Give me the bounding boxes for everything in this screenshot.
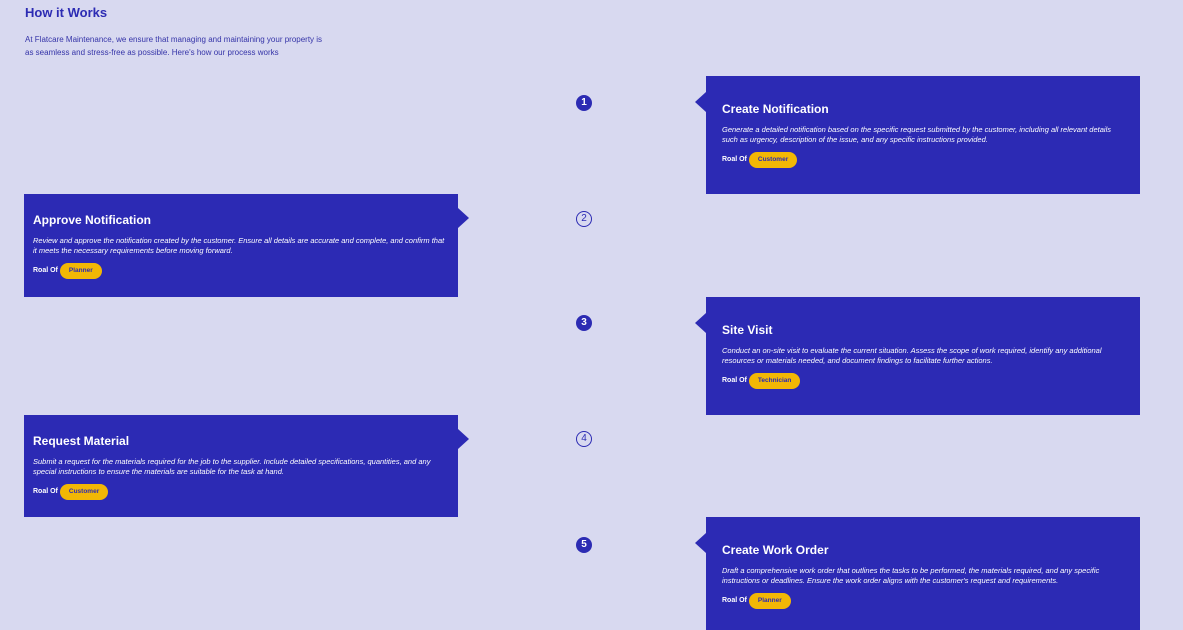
step-3-marker: 3	[576, 315, 592, 331]
step-description: Draft a comprehensive work order that ou…	[722, 566, 1100, 585]
step-title: Site Visit	[722, 323, 773, 337]
role-label: Roal Of	[722, 377, 747, 384]
step-1-marker: 1	[576, 95, 592, 111]
role-badge: Customer	[748, 152, 798, 168]
step-title: Request Material	[33, 434, 130, 448]
step-title: Create Notification	[722, 102, 829, 116]
step-card-site-visit: Site Visit Conduct an on-site visit to e…	[695, 297, 1140, 415]
step-card-approve-notification: Approve Notification Review and approve …	[24, 194, 469, 297]
role-label: Roal Of	[33, 267, 58, 274]
step-role: Roal Of Technician	[722, 373, 1124, 389]
role-badge: Technician	[748, 373, 801, 389]
role-label: Roal Of	[722, 156, 747, 163]
step-description: Submit a request for the materials requi…	[33, 457, 431, 476]
step-description: Generate a detailed notification based o…	[722, 125, 1111, 144]
step-role: Roal Of Customer	[722, 152, 1124, 168]
step-4-marker: 4	[576, 431, 592, 447]
role-badge: Customer	[59, 484, 109, 500]
step-card-create-work-order: Create Work Order Draft a comprehensive …	[695, 517, 1140, 630]
step-card-request-material: Request Material Submit a request for th…	[24, 415, 469, 517]
step-role: Roal Of Planner	[722, 593, 1124, 609]
step-title: Create Work Order	[722, 543, 829, 557]
page-title: How it Works	[25, 5, 108, 20]
role-badge: Planner	[59, 263, 102, 279]
step-role: Roal Of Planner	[33, 263, 449, 279]
step-role: Roal Of Customer	[33, 484, 449, 500]
step-description: Conduct an on-site visit to evaluate the…	[722, 346, 1102, 365]
page-description: At Flatcare Maintenance, we ensure that …	[25, 35, 323, 57]
step-title: Approve Notification	[33, 213, 152, 227]
intro-section: How it Works At Flatcare Maintenance, we…	[25, 5, 325, 59]
step-description: Review and approve the notification crea…	[33, 236, 445, 255]
step-card-create-notification: Create Notification Generate a detailed …	[695, 76, 1140, 194]
role-badge: Planner	[748, 593, 791, 609]
step-2-marker: 2	[576, 211, 592, 227]
role-label: Roal Of	[33, 488, 58, 495]
role-label: Roal Of	[722, 597, 747, 604]
step-5-marker: 5	[576, 537, 592, 553]
